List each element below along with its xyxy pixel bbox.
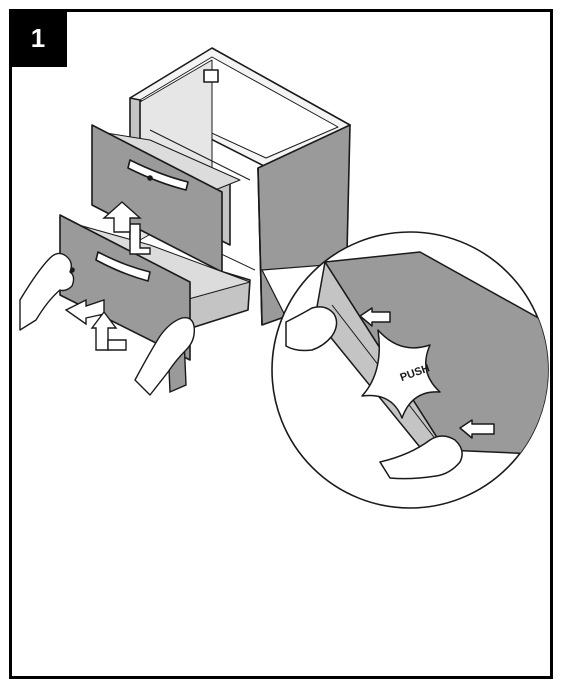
- upper-lift-arrow: [102, 201, 151, 255]
- step-frame: [9, 9, 553, 679]
- upper-drawer-handle: [127, 159, 189, 191]
- step-number-badge: 1: [9, 9, 67, 67]
- lower-pull-arrow: [64, 298, 105, 326]
- cabinet-bracket: [203, 69, 219, 83]
- motion-arrows: [64, 201, 151, 351]
- lower-lift-arrow: [90, 310, 127, 351]
- lower-drawer-handle: [95, 251, 151, 282]
- detail-upper-hand: [285, 306, 338, 352]
- detail-lower-arrow: [459, 419, 495, 439]
- detail-lower-hand: [379, 435, 463, 480]
- detail-circle: PUSH: [271, 231, 549, 509]
- upper-rail: [149, 129, 251, 181]
- left-hand: [19, 252, 75, 331]
- hands-main: [19, 252, 196, 396]
- upper-drawer-lock: [147, 175, 153, 181]
- detail-upper-arrow: [359, 307, 391, 327]
- push-starburst: [361, 329, 441, 419]
- right-hand: [134, 316, 196, 396]
- cabinet-front-edge: [257, 167, 263, 326]
- upper-drawer: [91, 124, 241, 273]
